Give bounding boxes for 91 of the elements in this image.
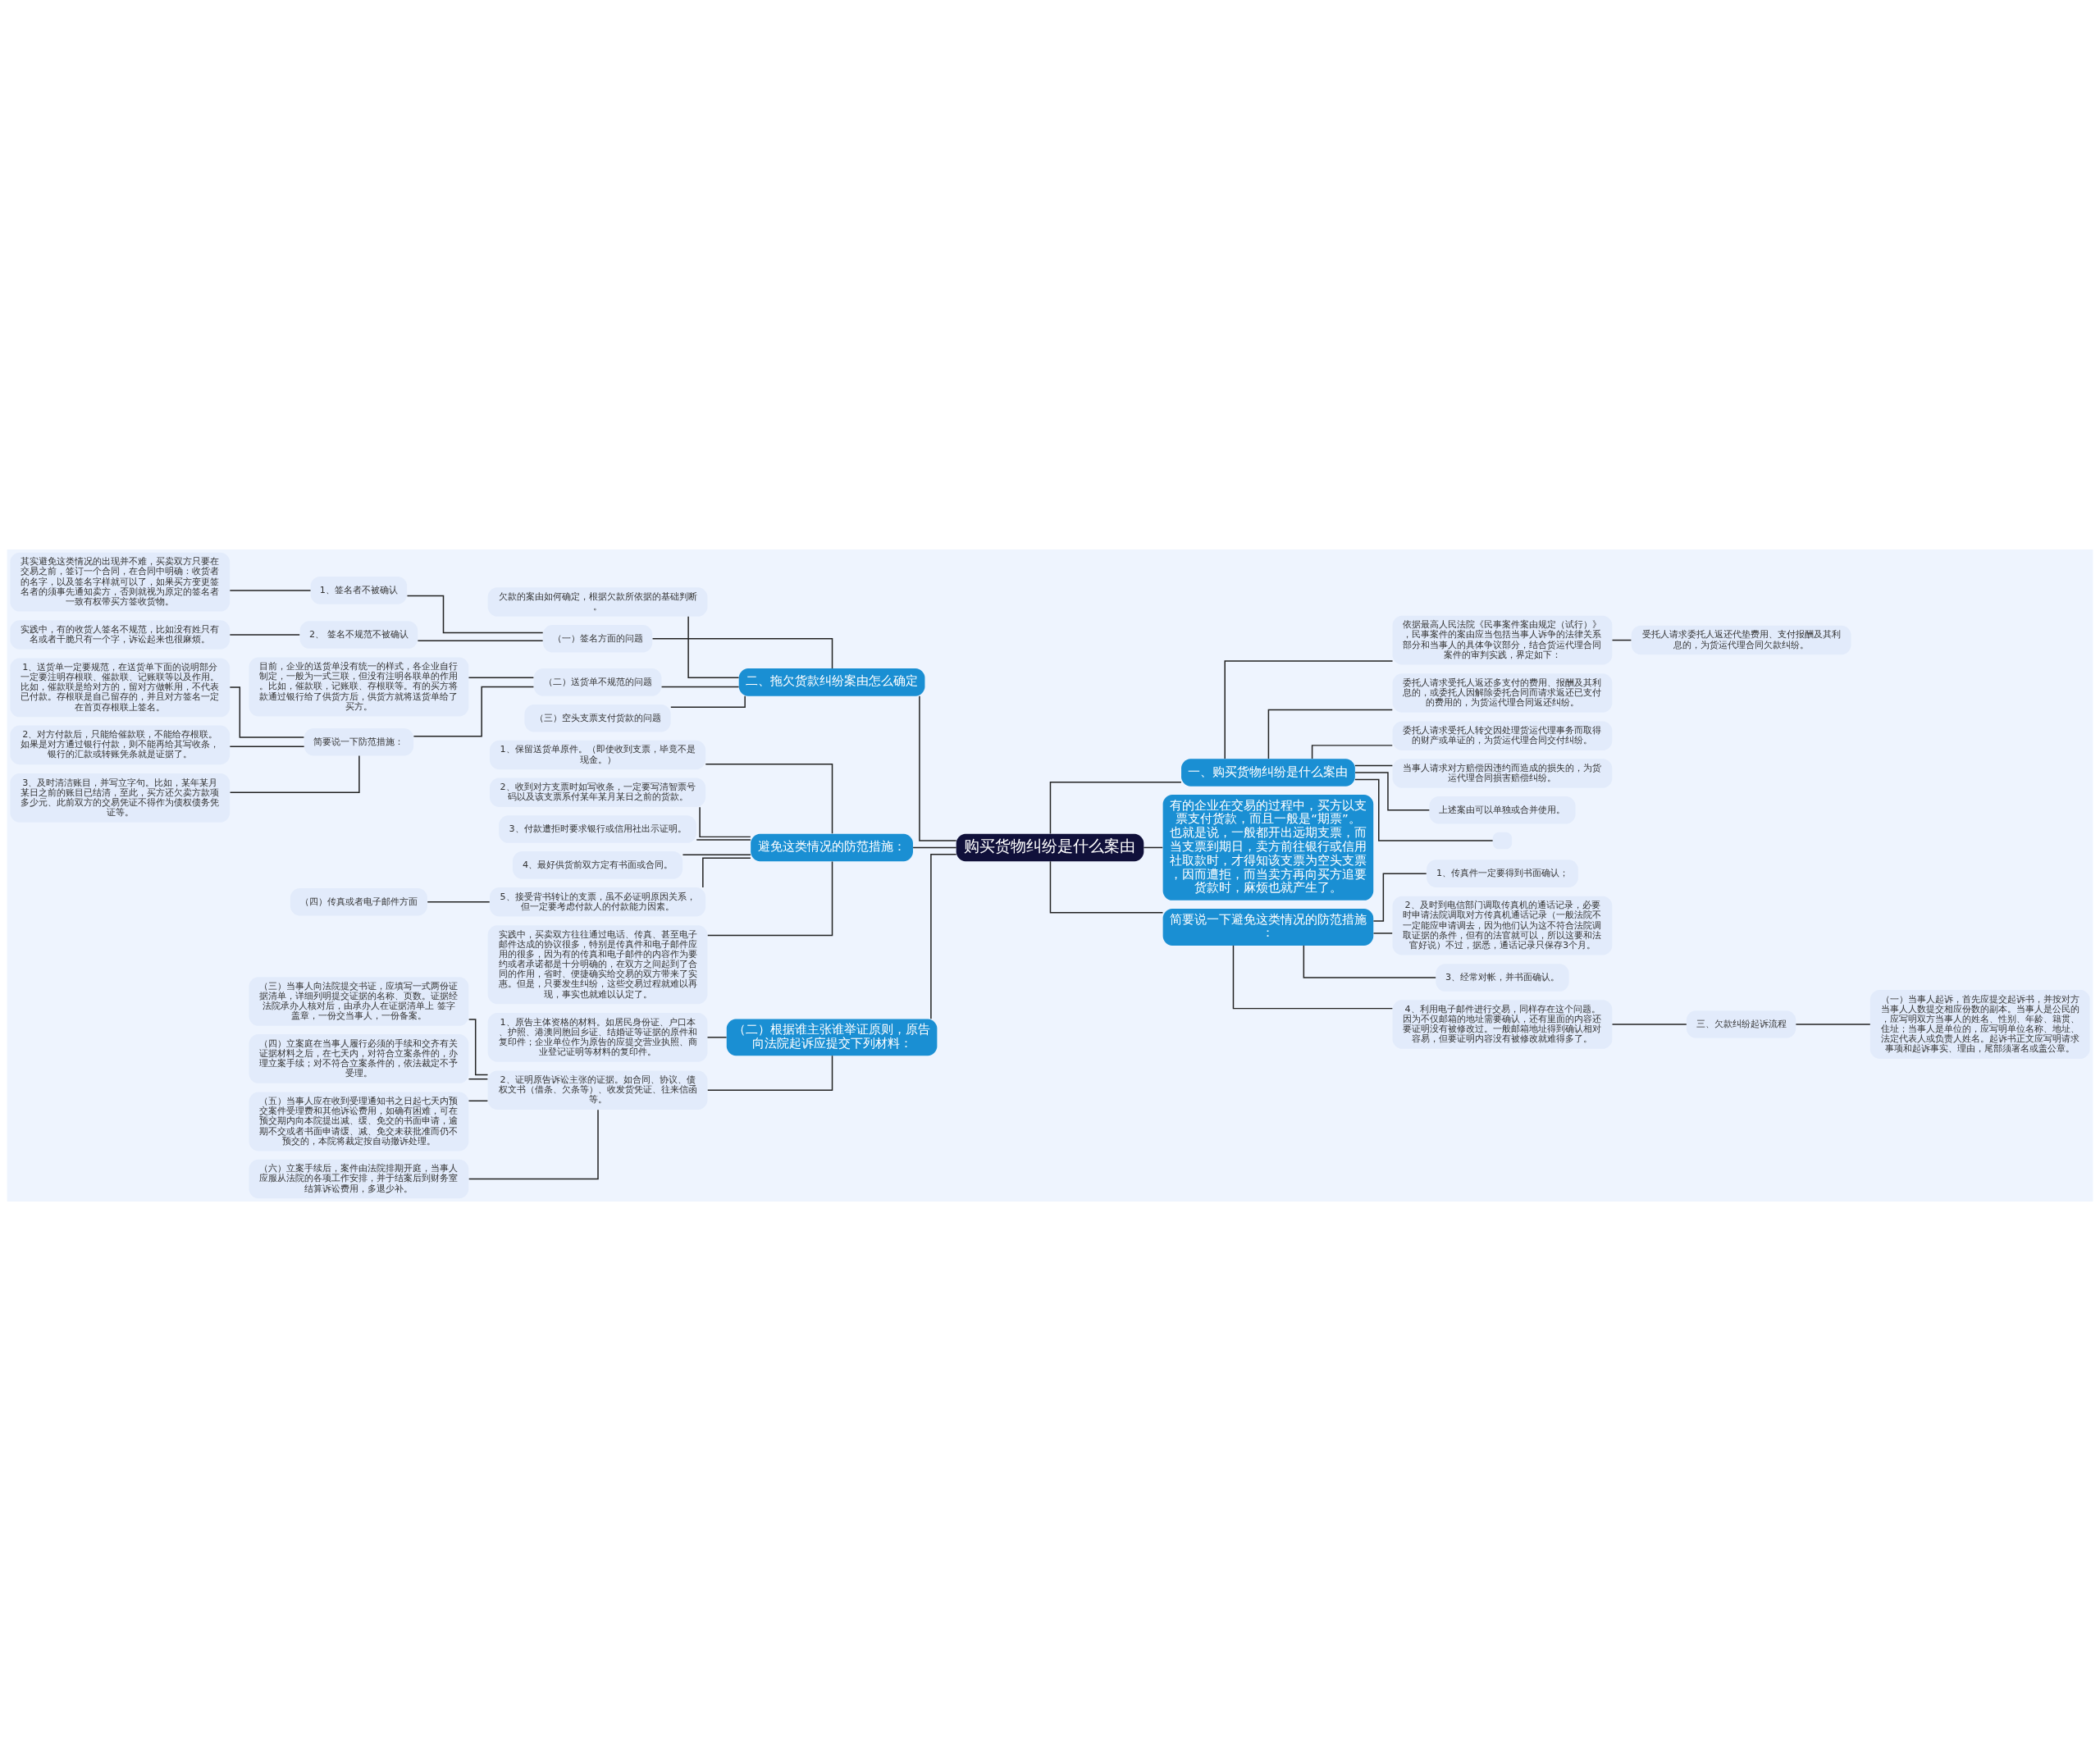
node-box: 1、签名者不被确认 (310, 577, 408, 604)
node-box: 委托人请求受托人返还多支付的费用、报酬及其利息的，或委托人因解除委托合同而请求返还已支付的费用的，为货运代理合同返还纠纷。 (1392, 673, 1613, 713)
connector (930, 854, 957, 1019)
connector (1354, 764, 1394, 767)
node-box: 2、及时到电信部门调取传真机的通话记录，必要时申请法院调取对方传真机通话记录（一般法院不一定能应申请调去，因为他们认为这不符合法院调取证据的条件，但有的法官就可以，所以这要和法官好说）不过，据悉，通话记录只保存3个月。 (1392, 896, 1613, 955)
node-box: 实践中，有的收货人签名不规范，比如没有姓只有名或者干脆只有一个字，诉讼起来也很麻烦。 (10, 620, 231, 650)
connector (1311, 745, 1393, 759)
connector (406, 595, 544, 634)
connector (468, 1078, 489, 1080)
node-box: （四）立案庭在当事人履行必须的手续和交齐有关证据材料之后，在七天内，对符合立案条件的，办理立案手续；对不符合立案条件的，依法裁定不予受理。 (249, 1034, 469, 1083)
node-box: （三）当事人向法院提交书证，应填写一式两份证据清单，详细列明提交证据的名称、页数。证据经法院承办人核对后，由承办人在证据清单上 签字盖章，一份交当事人，一份备案。 (249, 977, 469, 1026)
node-box: 实践中，买卖双方往往通过电话、传真、甚至电子邮件达成的协议很多，特别是传真件和电子邮件应用的很多，因为有的传真和电子邮件的内容作为要约或者承诺都是十分明确的，在双方之间起到了合同的作用，省时、便捷确实给交易的双方带来了实惠。但是，只要发生纠纷，这些交易过程就难以再现，事实也就难以认定了。 (487, 925, 708, 1005)
node-box: （六）立案手续后，案件由法院排期开庭，当事人应服从法院的各项工作安排，并于结案后到财务室结算诉讼费用，多退少补。 (249, 1159, 469, 1199)
connector (687, 616, 740, 679)
connector (660, 686, 740, 688)
connector (707, 860, 833, 937)
connector (427, 901, 491, 903)
node-box: 目前，企业的送货单没有统一的样式，各企业自行制定，一般为一式三联，但没有注明各联单的作用。比如，催款联，记账联、存根联等。有的买方将款通过银行给了供货方后，供货方就将送货单给了买方。 (249, 657, 469, 717)
node-box: 委托人请求受托人转交因处理货运代理事务而取得的财产或单证的，为货运代理合同交付纠纷。 (1392, 721, 1613, 750)
node-box: 1、原告主体资格的材料。如居民身份证、户口本、护照、港澳同胞回乡证、结婚证等证据的原件和复印件；企业单位作为原告的应提交营业执照、商业登记证明等材料的复印件。 (487, 1013, 708, 1062)
connector (707, 1055, 833, 1091)
node-box: （二）送货单不规范的问题 (533, 668, 662, 696)
node-box: （一）当事人起诉，首先应提交起诉书，并按对方当事人人数提交相应份数的副本。当事人是公民的，应写明双方当事人的姓名、性别、年龄、籍贯、住址；当事人是单位的，应写明单位名称、地址、法定代表人或负责人姓名。起诉书正文应写明请求事项和起诉事实、理由，尾部须署名或盖公章。 (1869, 990, 2090, 1059)
node-box: 2、收到对方支票时如写收条，一定要写清智票号码以及该支票系付某年某月某日之前的货款。 (489, 777, 706, 807)
node-box: 当事人请求对方赔偿因违约而造成的损失的，为货运代理合同损害赔偿纠纷。 (1392, 759, 1613, 788)
node-box: 三、欠款纠纷起诉流程 (1686, 1010, 1796, 1038)
connector (229, 590, 312, 591)
node-box: 二、拖欠货款纠纷案由怎么确定 (738, 668, 925, 696)
connector (702, 857, 751, 888)
node-box: 购买货物纠纷是什么案由 (956, 833, 1144, 862)
connector (468, 677, 535, 679)
node-box: 2、 签名不规范不被确认 (299, 621, 418, 649)
connector (229, 634, 300, 636)
node-box: 避免这类情况的防范措施： (751, 833, 913, 862)
connector (696, 839, 751, 841)
connector (670, 695, 746, 708)
connector (1224, 660, 1394, 759)
node-box: 其实避免这类情况的出现并不难，买卖双方只要在交易之前，签订一个合同，在合同中明确：收货者的名字，以及签名字样就可以了，如果买方变更签名者的须事先通知卖方，否则就视为原定的签名者一致有权带买方签收货物。 (10, 552, 231, 612)
connector (229, 686, 305, 738)
node-box: 1、传真件一定要得到书面确认； (1427, 860, 1578, 887)
connector (919, 695, 957, 841)
node-box: 简要说一下防范措施： (304, 727, 414, 756)
node-box: 有的企业在交易的过程中，买方以支票支付货款，而且一般是“期票”。也就是说，一般都开出远期支票，而当支票到期日，卖方前往银行或信用社取款时，才得知该支票为空头支票，因而遭拒，而当卖方再向买方追要货款时，麻烦也就产生了。 (1162, 795, 1374, 901)
node-box: （四）传真或者电子邮件方面 (290, 887, 427, 916)
node-box: 1、送货单一定要规范，在送货单下面的说明部分一定要注明存根联、催款联、记账联等以及作用。比如，催款联是给对方的，留对方做帐用，不代表已付款。存根联是自己留存的，并且对方签名一定在首页存根联上签名。 (10, 658, 231, 718)
connector (1267, 709, 1394, 759)
connector (468, 1109, 599, 1180)
connector (468, 1100, 489, 1102)
connector (706, 1037, 728, 1038)
connector (417, 640, 544, 641)
connector (229, 755, 360, 793)
node-box: （三）空头支票支付货款的问题 (524, 704, 671, 732)
connector (1611, 639, 1632, 641)
node-box: 3、及时清洁账目，并写立字句。比如，某年某月某日之前的账目已结清，至此，买方还欠卖方款项多少元、此前双方的交易凭证不得作为债权债务凭证等。 (10, 773, 231, 823)
connector (1795, 1024, 1871, 1025)
node-box: 受托人请求委托人返还代垫费用、支付报酬及其利息的，为货运代理合同欠款纠纷。 (1631, 625, 1851, 655)
connector (1354, 772, 1431, 811)
connector (1049, 860, 1164, 914)
node-box: 欠款的案由如何确定，根据欠款所依据的基础判断。 (487, 587, 708, 617)
connector (1372, 932, 1393, 934)
node-box: （二）根据谁主张谁举证原则，原告向法院起诉应提交下列材料： (726, 1019, 938, 1056)
connector (912, 846, 957, 849)
connector (699, 806, 751, 838)
node-box: 1、保留送货单原件。（即使收到支票，毕竟不是现金。） (489, 740, 706, 770)
connector (1354, 778, 1494, 841)
node-box (1492, 832, 1513, 850)
connector (1232, 945, 1394, 1010)
node-box: （五）当事人应在收到受理通知书之日起七天内预交案件受理费和其他诉讼费用，如确有困难，可在预交期内向本院提出减、缓、免交的书面申请，逾期不交或者书面申请缓、减、免交未获批准而仍不预交的，本院将裁定按自动撤诉处理。 (249, 1092, 469, 1151)
connector (413, 686, 535, 737)
connector (651, 637, 833, 669)
node-box: 3、付款遭拒时要求银行或信用社出示证明。 (499, 815, 696, 843)
connector (1372, 873, 1427, 922)
node-box: （一）签名方面的问题 (542, 624, 653, 653)
connector (1143, 846, 1164, 849)
node-box: 3、经常对帐，并书面确认。 (1436, 964, 1569, 992)
connector (229, 746, 305, 747)
connector (1611, 1024, 1687, 1025)
node-box: 4、利用电子邮件进行交易，同样存在这个问题。因为不仅邮箱的地址需要确认，还有里面的内容还要证明没有被修改过。一般邮箱地址得到确认相对容易，但要证明内容没有被修改就难得多了。 (1392, 1000, 1613, 1049)
node-box: 5、接受背书转让的支票，虽不必证明原因关系，但一定要考虑付款人的付款能力因素。 (489, 887, 706, 917)
connector (682, 854, 751, 855)
node-box: 4、最好供货前双方定有书面或合同。 (512, 851, 683, 879)
node-box: 一、购买货物纠纷是什么案由 (1181, 759, 1355, 787)
node-box: 简要说一下避免这类情况的防范措施： (1162, 909, 1374, 946)
node-box: 依据最高人民法院《民事案件案由规定（试行）》，民事案件的案由应当包括当事人诉争的法律关系部分和当事人的具体争议部分，结合货运代理合同案件的审判实践，界定如下： (1392, 615, 1613, 665)
connector (1049, 781, 1182, 835)
connector (1303, 945, 1436, 978)
connector (468, 1019, 489, 1076)
connector (705, 764, 833, 834)
node-box: 上述案由可以单独或合并使用。 (1429, 796, 1576, 824)
node-box: 2、对方付款后，只能给催款联，不能给存根联。如果是对方通过银行付款，则不能再给其写收条，银行的汇款或转账凭条就是证据了。 (10, 725, 231, 765)
node-box: 2、证明原告诉讼主张的证据。如合同、协议、债权文书（借条、欠条等）、收发货凭证、往来信函等。 (487, 1070, 708, 1110)
